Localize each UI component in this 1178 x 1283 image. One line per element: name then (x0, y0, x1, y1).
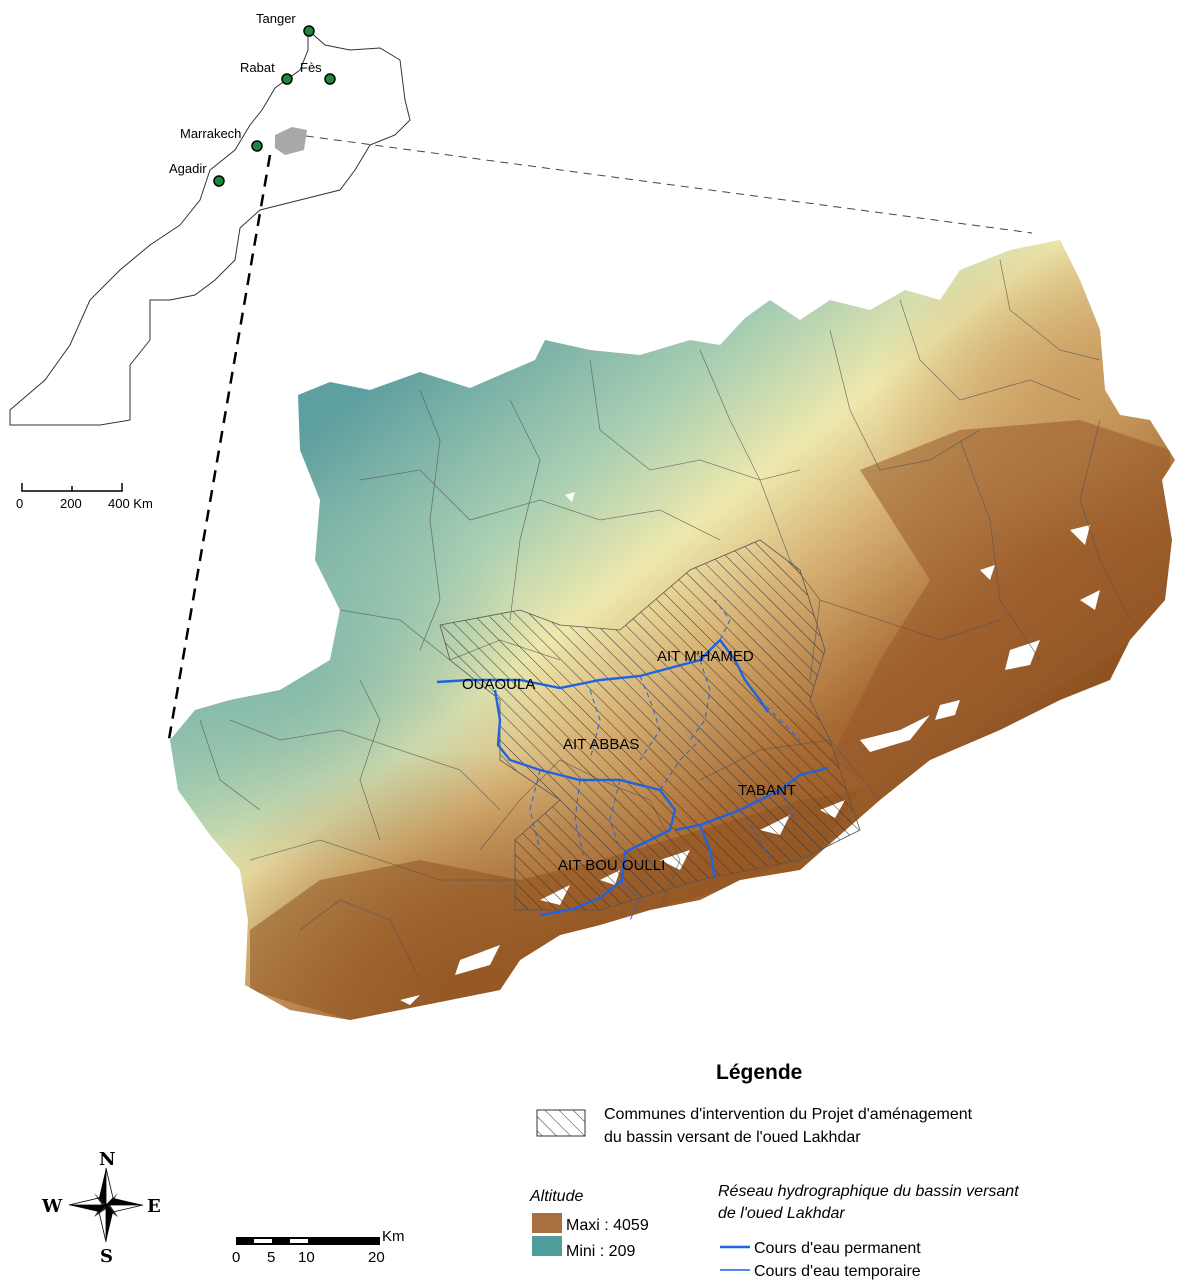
commune-label-ouaoula: OUAOULA (462, 676, 535, 693)
legend-permanent-label: Cours d'eau permanent (754, 1240, 921, 1257)
city-rabat: Rabat (240, 60, 293, 85)
zoom-line-left (166, 154, 272, 746)
scale-tick: 0 (232, 1249, 240, 1266)
legend-network-title: Réseau hydrographique du bassin versant (718, 1183, 1019, 1200)
legend-altitude-min: Mini : 209 (566, 1243, 635, 1260)
scale-bar: Km 0 5 10 20 (232, 1228, 405, 1266)
intervention-communes (439, 539, 861, 911)
commune-label-ait-bou-oulli: AIT BOU OULLI (558, 857, 665, 874)
commune-label-ait-abbas: AIT ABBAS (563, 736, 639, 753)
commune-label-ait-mhamed: AIT M'HAMED (657, 648, 754, 665)
city-agadir: Agadir (169, 161, 225, 187)
inset-scale-tick: 0 (16, 496, 23, 511)
legend: Légende Communes d'intervention du Proje… (529, 1061, 1019, 1280)
legend-title: Légende (716, 1061, 802, 1084)
legend-network-title: de l'oued Lakhdar (718, 1205, 845, 1222)
scale-tick: 10 (298, 1249, 315, 1266)
legend-altitude-max-swatch (532, 1213, 562, 1233)
legend-hatch-label: du bassin versant de l'oued Lakhdar (604, 1129, 861, 1146)
compass-north: N (99, 1149, 115, 1170)
city-label: Fès (300, 60, 322, 75)
river-network (436, 599, 829, 921)
city-label: Marrakech (180, 126, 241, 141)
inset-map: Tanger Rabat Fès Marrakech Agadir 0 200 … (9, 11, 1033, 746)
city-marrakech: Marrakech (180, 126, 263, 152)
legend-hatch-swatch (536, 1109, 586, 1137)
inset-scale-tick: 400 Km (108, 496, 153, 511)
commune-label-tabant: TABANT (738, 782, 796, 799)
compass-south: S (100, 1246, 113, 1267)
morocco-outline (9, 28, 411, 426)
temporary-rivers (529, 599, 801, 921)
compass-east: E (147, 1196, 161, 1217)
legend-hatch-label: Communes d'intervention du Projet d'amén… (604, 1106, 973, 1123)
inset-scale-tick: 200 (60, 496, 82, 511)
compass-icon (68, 1167, 144, 1243)
inset-scalebar: 0 200 400 Km (16, 483, 153, 511)
scale-tick: 20 (368, 1249, 385, 1266)
legend-altitude-min-swatch (532, 1236, 562, 1256)
compass-west: W (41, 1196, 63, 1217)
city-label: Rabat (240, 60, 275, 75)
permanent-river (436, 639, 829, 917)
legend-temporary-label: Cours d'eau temporaire (754, 1263, 921, 1280)
city-label: Agadir (169, 161, 207, 176)
basin-map: OUAOULA AIT M'HAMED AIT ABBAS TABANT AIT… (170, 240, 1175, 1020)
legend-altitude-title: Altitude (529, 1188, 583, 1205)
scale-tick: 5 (267, 1249, 275, 1266)
scale-unit: Km (382, 1228, 405, 1245)
inset-basin (275, 127, 307, 155)
city-tanger: Tanger (256, 11, 315, 37)
city-fes: Fès (300, 60, 336, 85)
zoom-line-top (305, 135, 1033, 234)
city-label: Tanger (256, 11, 296, 26)
compass-rose: N S E W (41, 1149, 161, 1267)
legend-altitude-max: Maxi : 4059 (566, 1217, 649, 1234)
